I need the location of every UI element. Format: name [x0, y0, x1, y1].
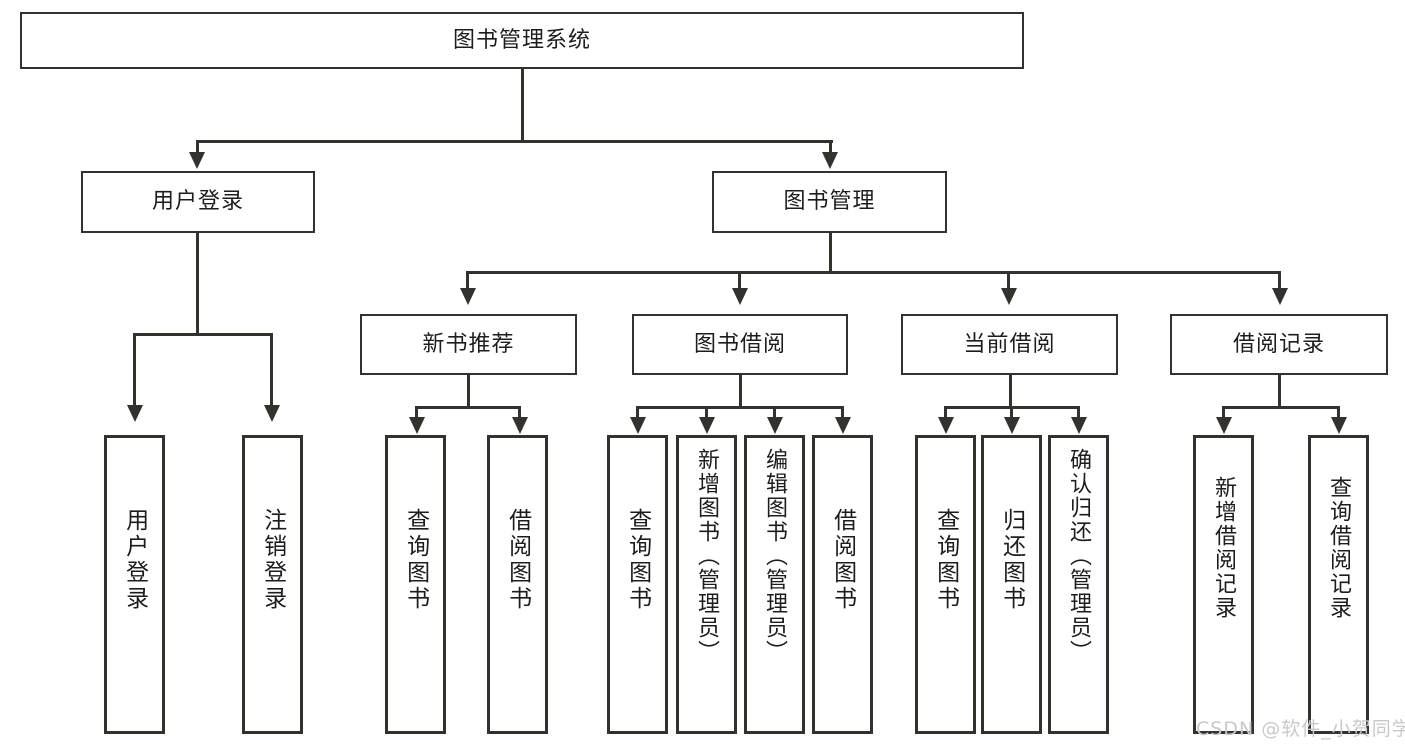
arrow-current-borrow-leaf-1 [938, 417, 954, 434]
node-label: 查询图书 [402, 508, 429, 612]
node-label: 用户登录 [121, 508, 148, 612]
connector-root-to-user-login [196, 140, 199, 155]
arrow-book-borrow-leaf-1 [630, 417, 646, 434]
connector-book-manage-d3 [1007, 271, 1010, 291]
connector-book-borrow-d4 [841, 406, 844, 420]
connector-new-book-bar [415, 406, 521, 409]
connector-book-borrow-bar [636, 406, 843, 409]
connector-book-manage-d4 [1278, 271, 1281, 291]
connector-book-borrow-d2 [705, 406, 708, 420]
leaf-query-book-borrow[interactable]: 查询图书 [607, 435, 668, 734]
arrow-book-manage-to-new-book [460, 288, 476, 305]
arrow-new-book-leaf-1 [409, 417, 425, 434]
leaf-user-login[interactable]: 用户登录 [104, 435, 165, 734]
arrow-borrow-record-leaf-2 [1331, 417, 1347, 434]
node-borrow-record[interactable]: 借阅记录 [1170, 314, 1388, 375]
node-label: 查询图书 [624, 508, 651, 612]
arrow-user-login-left [127, 405, 143, 422]
arrow-current-borrow-leaf-3 [1071, 417, 1087, 434]
connector-book-manage-d2 [738, 271, 741, 291]
connector-root-to-book-manage [829, 140, 832, 155]
connector-book-manage-bar [466, 271, 1281, 274]
arrow-user-login-right [264, 405, 280, 422]
connector-user-login-bar [133, 333, 272, 336]
leaf-confirm-return-admin[interactable]: 确认归还（管理员） [1048, 435, 1109, 734]
connector-borrow-record-bar [1222, 406, 1340, 409]
arrow-book-borrow-leaf-3 [767, 417, 783, 434]
arrow-root-to-book-manage [822, 152, 838, 169]
node-label: 确认归还（管理员） [1066, 448, 1092, 664]
csdn-watermark: CSDN @软件_小贺同学 [1196, 718, 1405, 740]
node-label: 借阅图书 [829, 508, 856, 612]
node-label: 当前借阅 [963, 331, 1056, 357]
leaf-borrow-book-new-recommend[interactable]: 借阅图书 [487, 435, 548, 734]
node-label: 图书管理系统 [452, 27, 591, 53]
arrow-book-borrow-leaf-4 [835, 417, 851, 434]
node-book-borrow[interactable]: 图书借阅 [632, 314, 848, 375]
node-label: 查询借阅记录 [1326, 476, 1352, 620]
connector-user-login-right-drop [270, 333, 273, 408]
connector-current-borrow-d2 [1010, 406, 1013, 420]
connector-root-bar [197, 140, 833, 143]
connector-book-borrow-d3 [773, 406, 776, 420]
node-current-borrow[interactable]: 当前借阅 [901, 314, 1118, 375]
leaf-borrow-book-borrow[interactable]: 借阅图书 [812, 435, 873, 734]
node-label: 归还图书 [998, 508, 1025, 612]
node-label: 查询图书 [932, 508, 959, 612]
connector-current-borrow-d1 [944, 406, 947, 420]
arrow-root-to-user-login [189, 152, 205, 169]
connector-root-trunk [521, 69, 524, 142]
connector-new-book-d1 [415, 406, 418, 420]
connector-current-borrow-d3 [1077, 406, 1080, 420]
leaf-query-borrow-record[interactable]: 查询借阅记录 [1308, 435, 1369, 734]
connector-borrow-record-d1 [1222, 406, 1225, 420]
node-label: 新增借阅记录 [1211, 476, 1237, 620]
connector-current-borrow-trunk [1009, 375, 1012, 408]
node-root-system[interactable]: 图书管理系统 [20, 12, 1024, 69]
leaf-return-book[interactable]: 归还图书 [981, 435, 1042, 734]
arrow-book-manage-to-book-borrow [732, 288, 748, 305]
node-label: 借阅记录 [1232, 331, 1325, 357]
arrow-current-borrow-leaf-2 [1004, 417, 1020, 434]
connector-borrow-record-trunk [1278, 375, 1281, 408]
leaf-add-borrow-record[interactable]: 新增借阅记录 [1193, 435, 1254, 734]
connector-user-login-trunk [196, 233, 199, 335]
connector-new-book-trunk [467, 375, 470, 408]
connector-borrow-record-d2 [1337, 406, 1340, 420]
leaf-query-book-current[interactable]: 查询图书 [915, 435, 976, 734]
leaf-edit-book-admin[interactable]: 编辑图书（管理员） [744, 435, 805, 734]
connector-book-manage-d1 [466, 271, 469, 291]
arrow-borrow-record-leaf-1 [1216, 417, 1232, 434]
node-label: 注销登录 [259, 508, 286, 612]
node-book-manage[interactable]: 图书管理 [712, 171, 947, 233]
leaf-query-book-new-recommend[interactable]: 查询图书 [385, 435, 446, 734]
node-label: 图书管理 [783, 189, 876, 215]
node-user-login[interactable]: 用户登录 [81, 171, 315, 233]
node-label: 新书推荐 [422, 331, 515, 357]
node-label: 新增图书（管理员） [694, 448, 720, 664]
node-label: 编辑图书（管理员） [762, 448, 788, 664]
node-label: 用户登录 [151, 189, 244, 215]
arrow-new-book-leaf-2 [512, 417, 528, 434]
node-label: 借阅图书 [504, 508, 531, 612]
node-new-book-recommend[interactable]: 新书推荐 [360, 314, 577, 375]
arrow-book-manage-to-borrow-record [1272, 288, 1288, 305]
arrow-book-manage-to-current-borrow [1001, 288, 1017, 305]
connector-user-login-left-drop [133, 333, 136, 408]
connector-new-book-d2 [518, 406, 521, 420]
leaf-logout[interactable]: 注销登录 [242, 435, 303, 734]
connector-book-borrow-trunk [739, 375, 742, 408]
connector-book-borrow-d1 [636, 406, 639, 420]
leaf-add-book-admin[interactable]: 新增图书（管理员） [676, 435, 737, 734]
node-label: 图书借阅 [693, 331, 786, 357]
arrow-book-borrow-leaf-2 [699, 417, 715, 434]
connector-book-manage-trunk [829, 233, 832, 273]
